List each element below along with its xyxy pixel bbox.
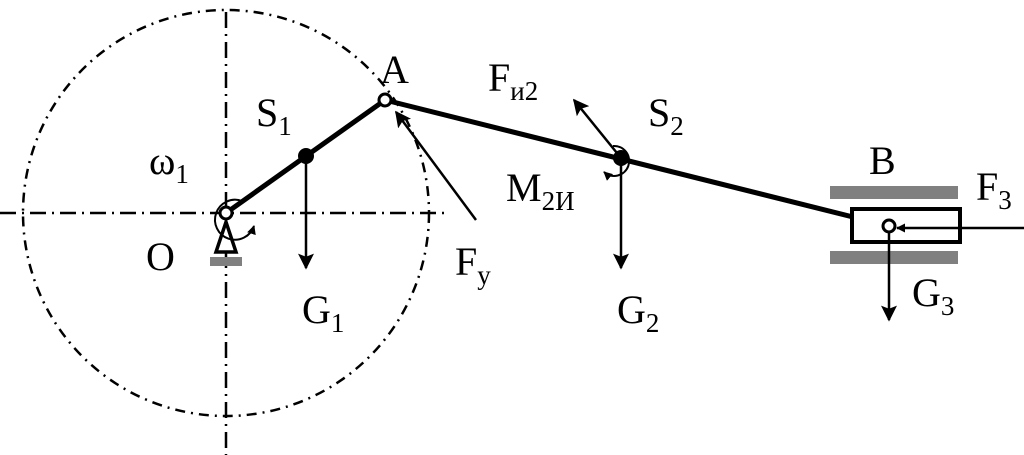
label-o: O bbox=[146, 234, 175, 279]
label-b: B bbox=[869, 138, 896, 183]
joint-b bbox=[881, 218, 897, 234]
slider-block bbox=[850, 207, 962, 244]
label-omega1: ω1 bbox=[149, 138, 189, 189]
moment-m2i-arc bbox=[603, 144, 631, 181]
guide-top bbox=[830, 186, 958, 199]
label-fy: Fy bbox=[455, 239, 491, 290]
omega1-arc bbox=[214, 198, 256, 241]
label-g1: G1 bbox=[302, 287, 344, 338]
guide-bottom bbox=[830, 251, 958, 264]
joint-a bbox=[377, 92, 393, 108]
force-fi2-arrow bbox=[572, 98, 622, 159]
label-f3: F3 bbox=[976, 164, 1012, 215]
ground-hatch-o bbox=[210, 257, 242, 266]
label-s1: S1 bbox=[256, 90, 292, 141]
label-a: A bbox=[380, 47, 409, 92]
force-fy-arrow bbox=[394, 110, 478, 221]
joint-o bbox=[218, 205, 234, 221]
label-g3: G3 bbox=[912, 270, 954, 321]
label-s2: S2 bbox=[648, 90, 684, 141]
label-fi2: Fи2 bbox=[488, 55, 538, 106]
mass-center-s2 bbox=[613, 150, 629, 166]
mass-center-s1 bbox=[298, 148, 314, 164]
label-g2: G2 bbox=[617, 287, 659, 338]
connecting-rod-ab bbox=[384, 97, 890, 229]
label-m2i: M2И bbox=[506, 165, 575, 216]
